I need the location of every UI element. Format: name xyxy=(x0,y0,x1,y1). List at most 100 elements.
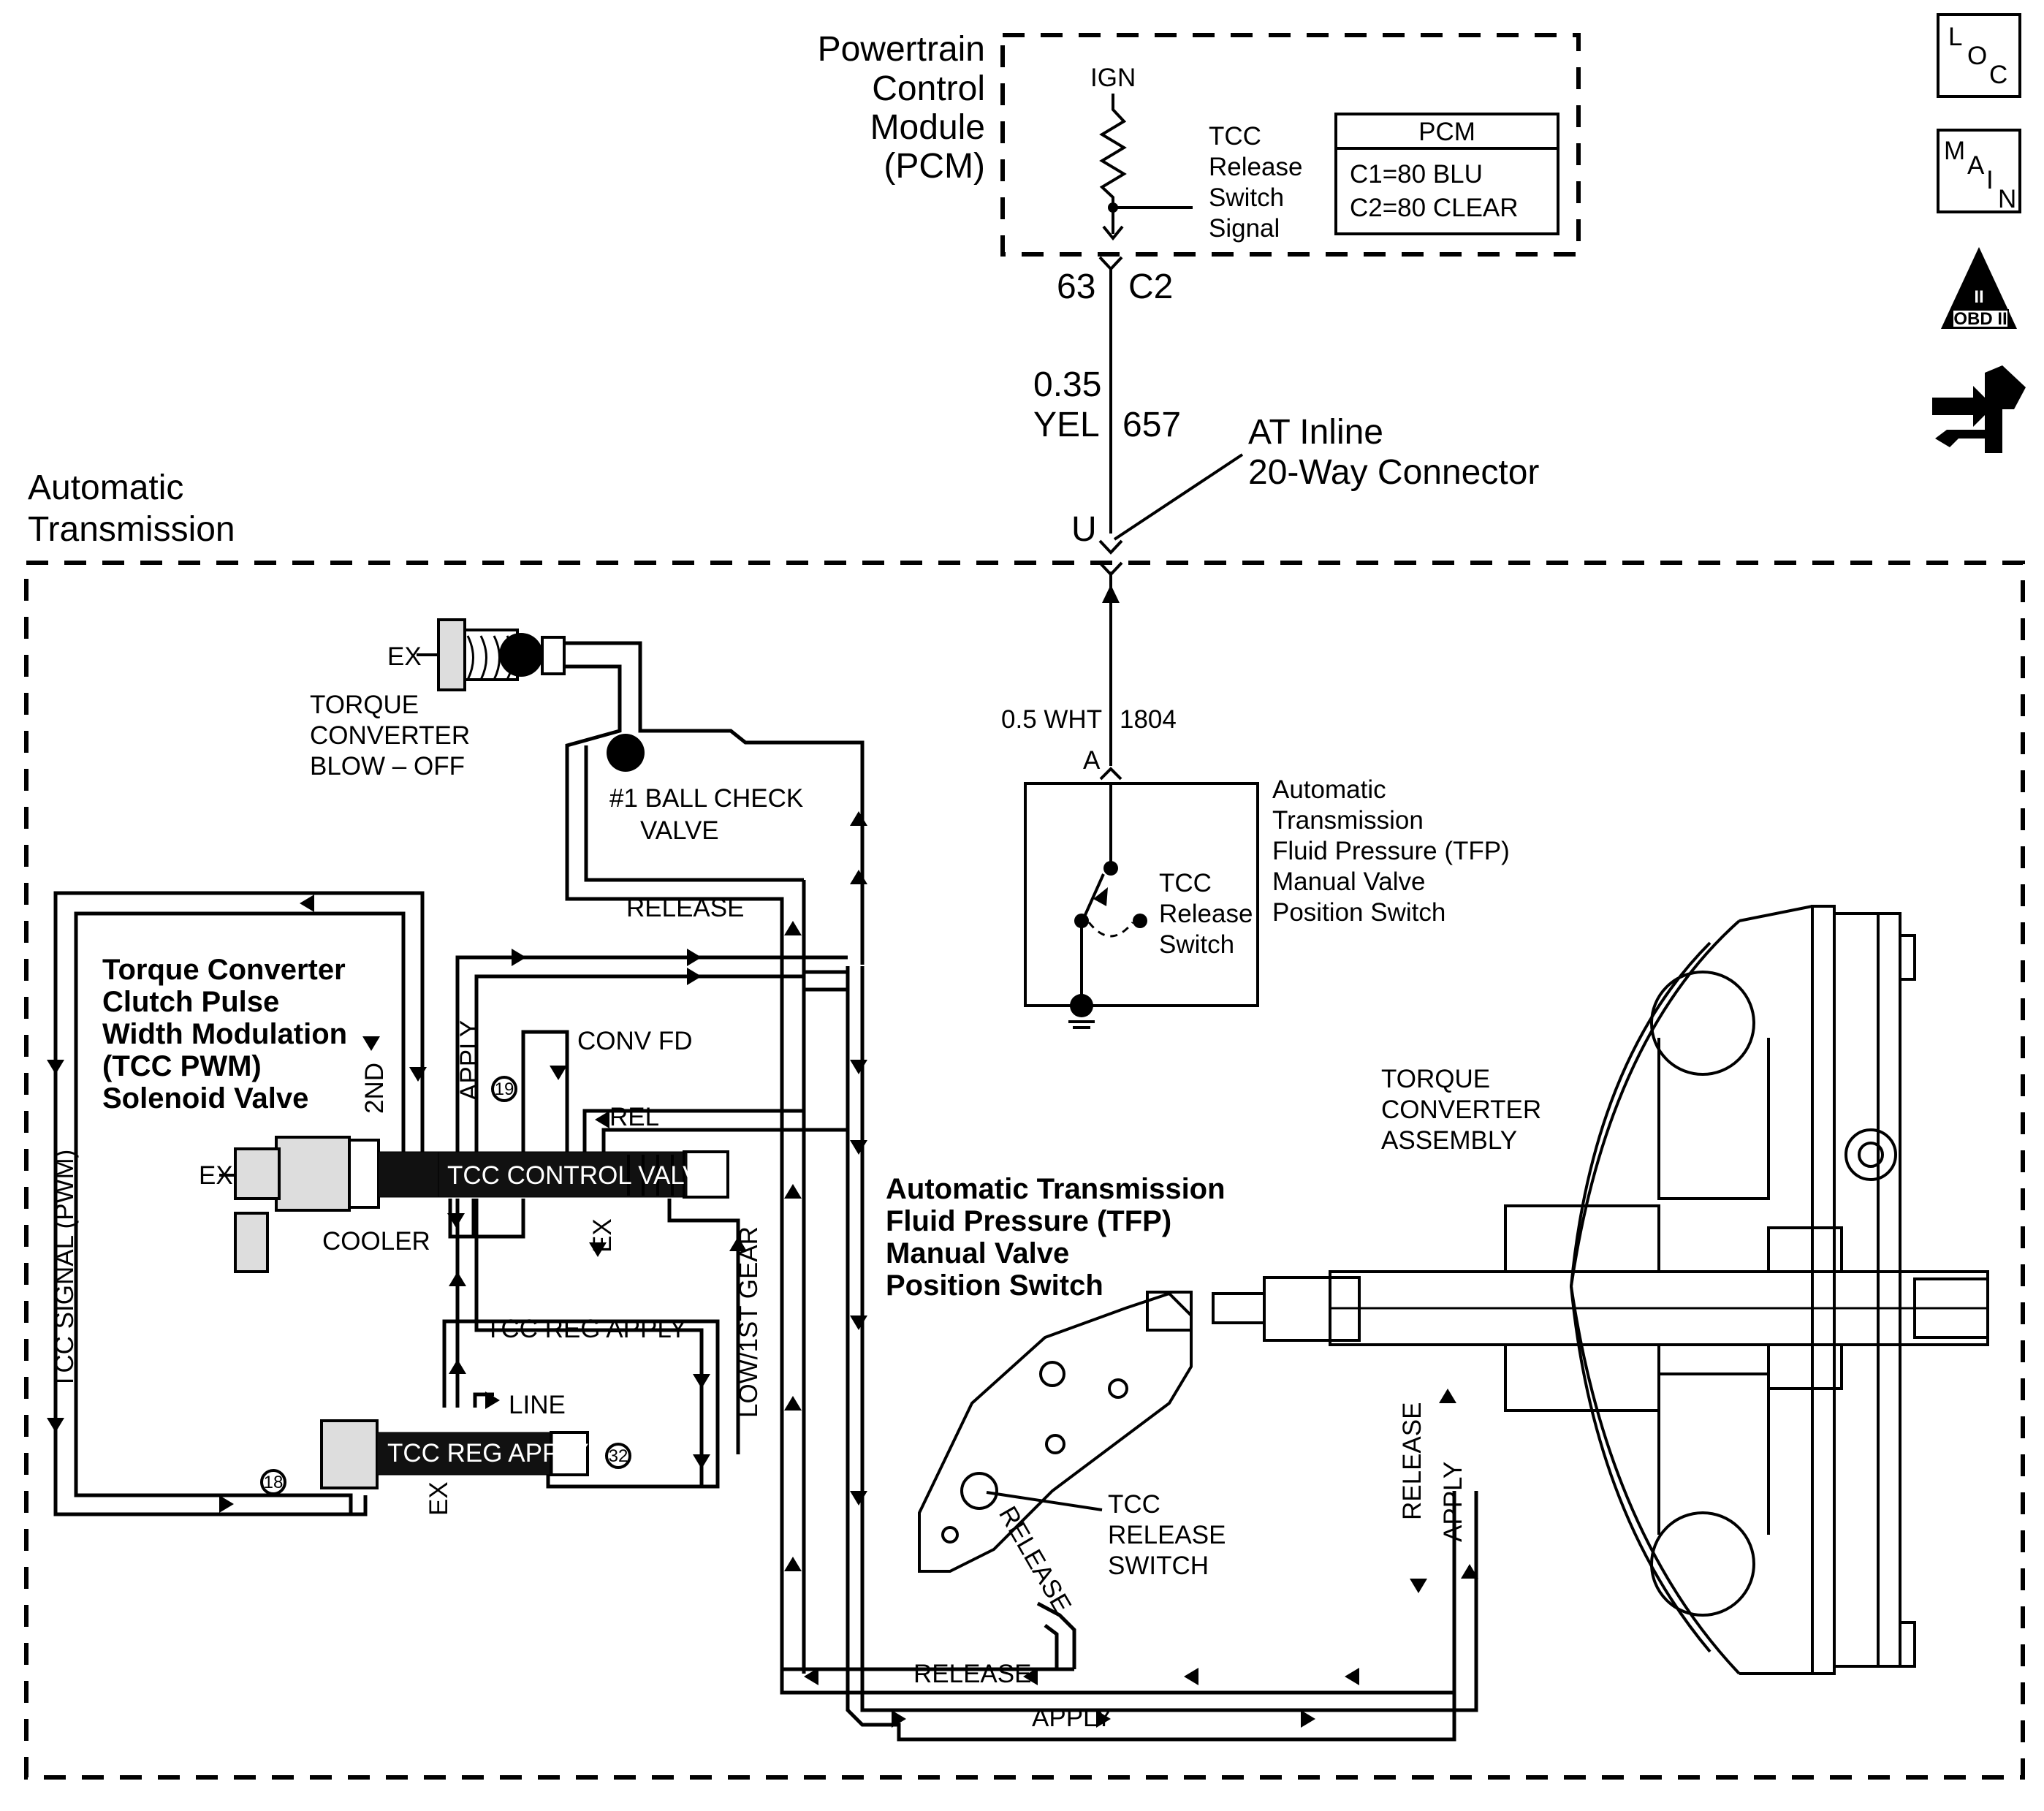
pcm-table-header: PCM xyxy=(1418,118,1475,146)
signal-label-line: Switch xyxy=(1209,183,1284,212)
transmission-dashed-boundary xyxy=(24,561,2025,1780)
pcm-table-row: C2=80 CLEAR xyxy=(1350,194,1519,222)
tcc-pwm-label: Clutch Pulse xyxy=(102,986,279,1018)
tcc-pwm-label: Solenoid Valve xyxy=(102,1082,308,1115)
low-first-gear-label: LOW/1ST GEAR xyxy=(734,1226,763,1418)
orifice-19-label: 19 xyxy=(495,1079,514,1099)
loc-icon[interactable]: L O C xyxy=(1937,13,2021,98)
tfp-box-label: Automatic xyxy=(1272,775,1386,804)
tfp-bold-label: Automatic Transmission xyxy=(886,1173,1226,1205)
tcc-release-switch-body-label: SWITCH xyxy=(1108,1552,1209,1580)
signal-label-line: Release xyxy=(1209,153,1302,181)
tcc-control-valve: TCC CONTROL VALVE EX xyxy=(199,1136,729,1273)
signal-wire: 63 C2 0.35 YEL 657 AT Inline 20-Way Conn… xyxy=(1001,256,1539,781)
pcm-dashed-boundary xyxy=(1000,33,1581,257)
tfp-bold-label: Manual Valve xyxy=(886,1237,1069,1269)
tcc-release-switch-label: Switch xyxy=(1159,930,1234,959)
tcc-reg-apply-valve: TCC REG APPLY EX xyxy=(320,1419,589,1516)
ground-icon xyxy=(1070,994,1093,1017)
orifice-18-label: 18 xyxy=(264,1473,284,1492)
tcc-release-switch-body-label: TCC xyxy=(1108,1490,1160,1519)
pin-63-label: 63 xyxy=(1057,267,1095,306)
main-icon-letter: M xyxy=(1944,137,1965,165)
tcc-signal-pwm-label: TCC SIGNAL (PWM) xyxy=(50,1150,79,1389)
apply-valve-label: APPLY xyxy=(455,1020,484,1101)
torque-converter-label: TORQUE xyxy=(1381,1065,1490,1093)
pwm-ex-label: EX xyxy=(199,1161,233,1190)
main-icon-letter: N xyxy=(1998,185,2016,213)
wire-lower-label: 0.5 WHT xyxy=(1001,705,1102,734)
main-icon-letter: I xyxy=(1986,166,1994,194)
main-icon-letter: A xyxy=(1967,151,1985,180)
tcc-pwm-label: Torque Converter xyxy=(102,954,346,986)
orifice-32-label: 32 xyxy=(609,1446,628,1466)
torque-converter-assembly: TORQUE CONVERTER ASSEMBLY xyxy=(1212,905,1989,1675)
tfp-box-label: Transmission xyxy=(1272,806,1424,835)
conv-fd-label: CONV FD xyxy=(577,1027,693,1055)
tcc-release-switch-body-label: RELEASE xyxy=(1108,1521,1226,1549)
circuit-1804-label: 1804 xyxy=(1120,705,1177,734)
loc-icon-letter: O xyxy=(1967,42,1987,70)
orifice-19 xyxy=(491,1076,517,1102)
ign-label: IGN xyxy=(1090,64,1136,92)
repair-tool-icon[interactable] xyxy=(1932,365,2026,453)
inline-connector-label: AT Inline xyxy=(1248,413,1383,452)
tcc-release-switch-label: Release xyxy=(1159,900,1253,928)
pin-u-label: U xyxy=(1071,510,1097,549)
inline-connector-label: 20-Way Connector xyxy=(1248,453,1539,492)
tcc-reg-apply-label: TCC REG APPLY xyxy=(485,1315,687,1343)
torque-converter-label: ASSEMBLY xyxy=(1381,1126,1517,1155)
connector-c2-label: C2 xyxy=(1128,267,1173,306)
ball-check-label: #1 BALL CHECK xyxy=(609,784,803,813)
wire-gauge-label: 0.35 xyxy=(1033,365,1101,404)
tfp-box-label: Manual Valve xyxy=(1272,867,1425,896)
tcc-release-switch-label: TCC xyxy=(1159,869,1212,897)
pull-up-resistor xyxy=(1099,94,1127,234)
signal-label-line: Signal xyxy=(1209,214,1280,243)
pcm-block: Powertrain Control Module (PCM) IGN TCC … xyxy=(818,30,1581,257)
orifice-32 xyxy=(605,1443,631,1469)
tfp-bold-label: Position Switch xyxy=(886,1269,1103,1302)
rel-label: REL xyxy=(609,1103,659,1131)
main-icon[interactable]: M A I N xyxy=(1937,129,2021,213)
pcm-title-line: (PCM) xyxy=(884,147,985,186)
tcc-pwm-label: (TCC PWM) xyxy=(102,1050,262,1082)
loc-icon-letter: L xyxy=(1948,23,1962,51)
ball-check-label: VALVE xyxy=(640,816,719,845)
pin-a-label: A xyxy=(1083,746,1101,775)
tcc-reg-apply-valve-label: TCC REG APPLY xyxy=(387,1439,589,1468)
pcm-table-row: C1=80 BLU xyxy=(1350,160,1483,189)
tcc-pwm-label: Width Modulation xyxy=(102,1018,347,1050)
transmission-title: Transmission xyxy=(28,510,235,549)
torque-converter-label: CONVERTER xyxy=(1381,1096,1541,1124)
blowoff-valve: EX TORQUE CONVERTER BLOW – OFF xyxy=(310,618,566,781)
loc-icon-letter: C xyxy=(1989,61,2007,89)
wire-color-label: YEL xyxy=(1033,406,1100,444)
pcm-title-line: Control xyxy=(872,69,985,108)
tfp-switch-box: TCC Release Switch Automatic Transmissio… xyxy=(1024,775,1510,1029)
tcc-control-valve-label: TCC CONTROL VALVE xyxy=(447,1161,717,1190)
pcm-title-line: Module xyxy=(870,108,985,147)
obd-text: OBD II xyxy=(1953,309,2007,329)
blowoff-label: TORQUE xyxy=(310,691,419,719)
tfp-switch-body: TCC RELEASE SWITCH RELEASE xyxy=(918,1291,1226,1669)
release-passage-label: RELEASE xyxy=(626,894,744,922)
hydraulic-passages: EX TORQUE CONVERTER BLOW – OFF #1 BALL C… xyxy=(47,618,1989,1742)
release-bottom-label: RELEASE xyxy=(913,1660,1031,1688)
circuit-657-label: 657 xyxy=(1122,406,1181,444)
tfp-box-label: Position Switch xyxy=(1272,898,1445,927)
blowoff-label: BLOW – OFF xyxy=(310,752,465,781)
line-label: LINE xyxy=(509,1391,566,1419)
ball-check-icon xyxy=(607,734,645,772)
signal-label-line: TCC xyxy=(1209,122,1261,151)
pcm-connector-table: PCM C1=80 BLU C2=80 CLEAR xyxy=(1334,113,1559,235)
release-vertical-label: RELEASE xyxy=(1398,1402,1426,1520)
blowoff-label: CONVERTER xyxy=(310,721,470,750)
second-gear-label: 2ND xyxy=(360,1063,389,1114)
apply-vertical-label: APPLY xyxy=(1439,1462,1467,1542)
obd-ii-icon[interactable]: II OBD II xyxy=(1941,247,2017,329)
release-diagonal-label: RELEASE xyxy=(993,1502,1077,1618)
blowoff-ex-label: EX xyxy=(387,642,422,671)
apply-bottom-label: APPLY xyxy=(1032,1704,1112,1732)
